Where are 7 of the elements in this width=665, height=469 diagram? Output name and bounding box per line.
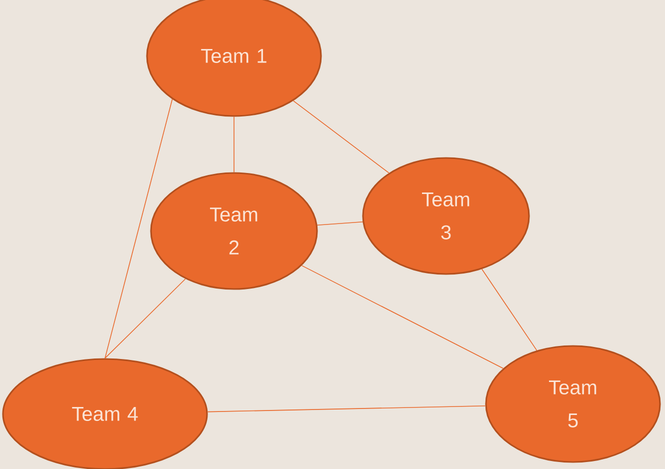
connector-line xyxy=(292,100,390,174)
connector-line xyxy=(301,265,504,369)
connector-line xyxy=(104,278,186,359)
connector-line xyxy=(104,98,173,359)
connector-line xyxy=(482,268,538,351)
connector-line xyxy=(207,405,486,412)
connector-line xyxy=(316,222,364,226)
